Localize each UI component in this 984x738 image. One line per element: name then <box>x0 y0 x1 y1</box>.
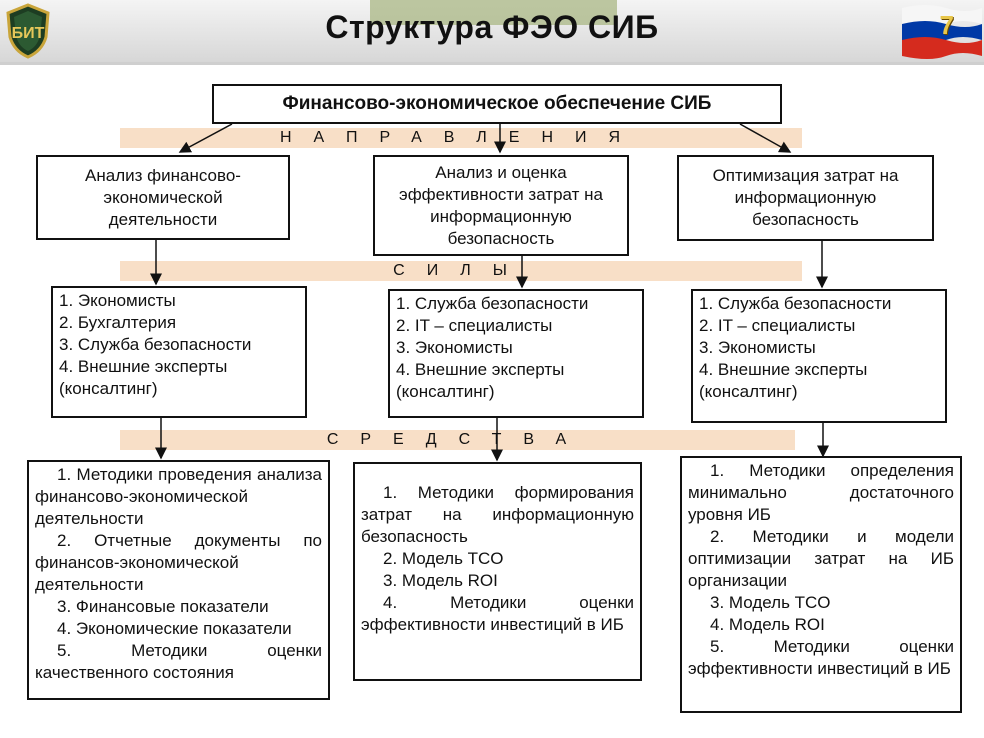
direction-box-1: Анализ финансово-экономической деятельно… <box>36 155 290 240</box>
band-directions: НАПРАВЛЕНИЯ <box>120 128 802 148</box>
list-item: 3. Модель TCO <box>710 593 831 612</box>
list-item: 1. Методики определения минимально доста… <box>688 461 954 524</box>
list-item: 4. Внешние эксперты <box>59 357 228 376</box>
top-box-label: Финансово-экономическое обеспечение СИБ <box>282 93 712 114</box>
list-item: 3. Финансовые показатели <box>57 597 269 616</box>
russian-flag-icon <box>902 5 982 59</box>
list-item: 1. Экономисты <box>59 291 176 310</box>
means-box-3: 1. Методики определения минимально доста… <box>680 456 962 713</box>
list-item: (консалтинг) <box>59 379 158 398</box>
list-item: 2. Модель TCO <box>383 549 504 568</box>
title-highlight-strip <box>370 0 617 25</box>
list-item: 2. Отчетные документы по финансов-эконом… <box>35 531 322 594</box>
means-box-1: 1. Методики проведения анализа финансово… <box>27 460 330 700</box>
list-item: 3. Экономисты <box>396 338 513 357</box>
direction-label: Оптимизация затрат на информационную без… <box>712 166 899 229</box>
list-item: 3. Модель ROI <box>383 571 498 590</box>
page-number: 7 <box>939 10 954 40</box>
list-item: 5. Методики оценки качественного состоян… <box>35 641 322 682</box>
direction-box-2: Анализ и оценка эффективности затрат на … <box>373 155 629 256</box>
list-item: 4. Модель ROI <box>710 615 825 634</box>
list-item: 2. Методики и модели оптимизации затрат … <box>688 527 954 590</box>
list-item: 4. Внешние эксперты <box>699 360 868 379</box>
list-item: 1. Методики проведения анализа финансово… <box>35 465 322 528</box>
list-item: 2. IT – специалисты <box>699 316 856 335</box>
direction-label: Анализ и оценка эффективности затрат на … <box>399 162 603 248</box>
band-means: СРЕДСТВА <box>120 430 795 450</box>
forces-box-2: 1. Служба безопасности 2. IT – специалис… <box>388 289 644 418</box>
direction-box-3: Оптимизация затрат на информационную без… <box>677 155 934 241</box>
list-item: 2. Бухгалтерия <box>59 313 177 332</box>
top-box: Финансово-экономическое обеспечение СИБ <box>212 84 782 124</box>
list-item: 2. IT – специалисты <box>396 316 553 335</box>
page-title: Структура ФЭО СИБ <box>325 9 659 45</box>
list-item: (консалтинг) <box>396 382 495 401</box>
list-item: 1. Методики формирования затрат на инфор… <box>361 483 634 546</box>
shield-logo-icon: БИТ <box>6 3 50 59</box>
list-item: (консалтинг) <box>699 382 798 401</box>
list-item: 3. Экономисты <box>699 338 816 357</box>
forces-box-1: 1. Экономисты 2. Бухгалтерия 3. Служба б… <box>51 286 307 418</box>
list-item: 3. Служба безопасности <box>59 335 252 354</box>
header-bar: БИТ Структура ФЭО СИБ 7 <box>0 0 984 65</box>
list-item: 1. Служба безопасности <box>699 294 892 313</box>
forces-box-3: 1. Служба безопасности 2. IT – специалис… <box>691 289 947 423</box>
direction-label: Анализ финансово-экономической деятельно… <box>85 165 241 229</box>
list-item: 4. Методики оценки эффективности инвести… <box>361 593 634 634</box>
means-box-2: 1. Методики формирования затрат на инфор… <box>353 462 642 681</box>
list-item: 1. Служба безопасности <box>396 294 589 313</box>
logo-text: БИТ <box>12 25 45 42</box>
list-item: 5. Методики оценки эффективности инвести… <box>688 637 954 678</box>
list-item: 4. Внешние эксперты <box>396 360 565 379</box>
band-forces: СИЛЫ <box>120 261 802 281</box>
list-item: 4. Экономические показатели <box>57 619 292 638</box>
